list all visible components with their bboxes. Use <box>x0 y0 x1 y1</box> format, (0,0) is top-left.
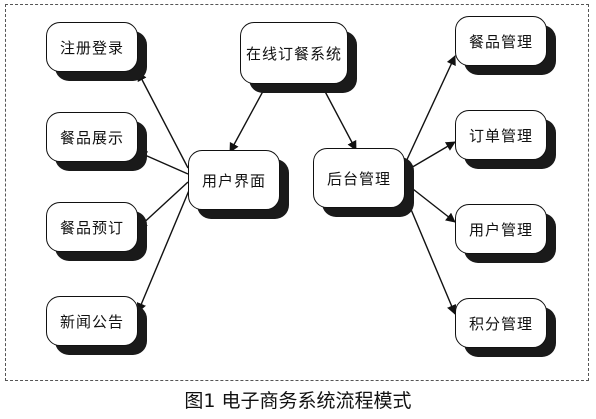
leaf-node-label: 订单管理 <box>455 110 547 160</box>
figure-caption: 图1 电子商务系统流程模式 <box>184 390 412 412</box>
leaf-node-dish-display: 餐品展示 <box>46 112 147 171</box>
leaf-node-label: 餐品管理 <box>455 16 547 66</box>
arrow-root-to-user-ui <box>229 81 269 153</box>
root-node: 在线订餐系统 <box>240 22 357 93</box>
leaf-node-user-management: 用户管理 <box>455 204 556 263</box>
leaf-node-dish-order: 餐品预订 <box>46 202 147 261</box>
branch-node-backend-label: 后台管理 <box>313 148 405 208</box>
leaf-node-label: 用户管理 <box>455 204 547 254</box>
diagram-frame <box>5 4 589 381</box>
root-node-label: 在线订餐系统 <box>240 22 348 84</box>
branch-node-user-ui: 用户界面 <box>188 150 289 219</box>
branch-node-backend: 后台管理 <box>313 148 414 217</box>
arrow-backend-to-dish-mgmt <box>403 55 456 167</box>
arrow-user-ui-to-news <box>136 187 191 313</box>
leaf-node-points-management: 积分管理 <box>455 298 556 357</box>
leaf-node-news: 新闻公告 <box>46 296 147 355</box>
branch-node-user-ui-label: 用户界面 <box>188 150 280 210</box>
leaf-node-label: 注册登录 <box>46 22 138 72</box>
leaf-node-label: 餐品预订 <box>46 202 138 252</box>
arrow-root-to-backend <box>319 81 357 151</box>
leaf-node-label: 新闻公告 <box>46 296 138 346</box>
arrow-user-ui-to-register <box>137 71 189 169</box>
leaf-node-dish-management: 餐品管理 <box>455 16 556 75</box>
leaf-node-label: 积分管理 <box>455 298 547 348</box>
leaf-node-label: 餐品展示 <box>46 112 138 162</box>
leaf-node-register-login: 注册登录 <box>46 22 147 81</box>
leaf-node-order-management: 订单管理 <box>455 110 556 169</box>
